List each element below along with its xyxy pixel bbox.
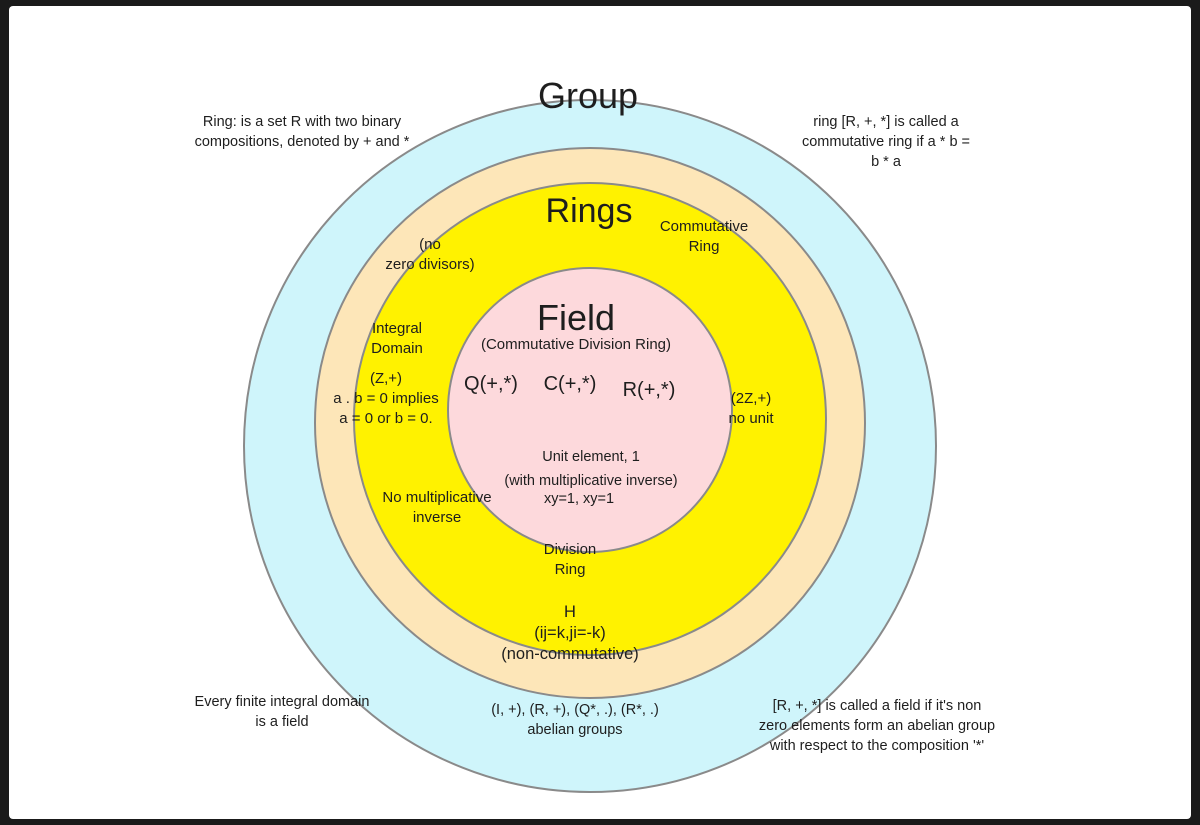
division-ring-label: Division Ring: [543, 541, 597, 578]
complex-example: C(+,*): [543, 373, 597, 395]
field-title: Field: [536, 297, 616, 338]
unit-element-note: Unit element, 1: [542, 449, 640, 465]
quaternions-label: H (ij=k,ji=-k) (non-commutative): [501, 603, 639, 663]
rings-title: Rings: [545, 192, 633, 230]
abelian-groups-note: (I, +), (R, +), (Q*, .), (R*, .) abelian…: [491, 702, 659, 738]
reals-example: R(+,*): [622, 379, 676, 401]
field-subtitle: (Commutative Division Ring): [480, 336, 672, 353]
commutative-ring-label: Commutative Ring: [659, 218, 749, 255]
nested-circles: [243, 99, 937, 793]
group-title: Group: [537, 75, 639, 116]
rationals-example: Q(+,*): [464, 373, 518, 395]
field-circle: [447, 267, 733, 553]
even-integers-example-label: (2Z,+) no unit: [728, 390, 774, 427]
ring-definition-note: Ring: is a set R with two binary composi…: [194, 114, 410, 150]
finite-integral-domain-note: Every finite integral domain is a field: [194, 694, 370, 730]
inverse-equation-note: xy=1, xy=1: [543, 491, 615, 507]
integral-domain-label: Integral Domain: [371, 320, 423, 357]
integers-example-label: (Z,+) a . b = 0 implies a = 0 or b = 0.: [333, 370, 439, 427]
field-definition-note: [R, +, *] is called a field if it's non …: [758, 698, 996, 754]
no-zero-divisors-label: (no zero divisors): [385, 236, 475, 273]
no-multiplicative-inverse-label: No multiplicative inverse: [382, 489, 492, 526]
commutative-ring-definition-note: ring [R, +, *] is called a commutative r…: [801, 114, 971, 170]
multiplicative-inverse-note: (with multiplicative inverse): [504, 473, 678, 489]
diagram-canvas: Group Rings Field (Commutative Division …: [9, 6, 1191, 819]
